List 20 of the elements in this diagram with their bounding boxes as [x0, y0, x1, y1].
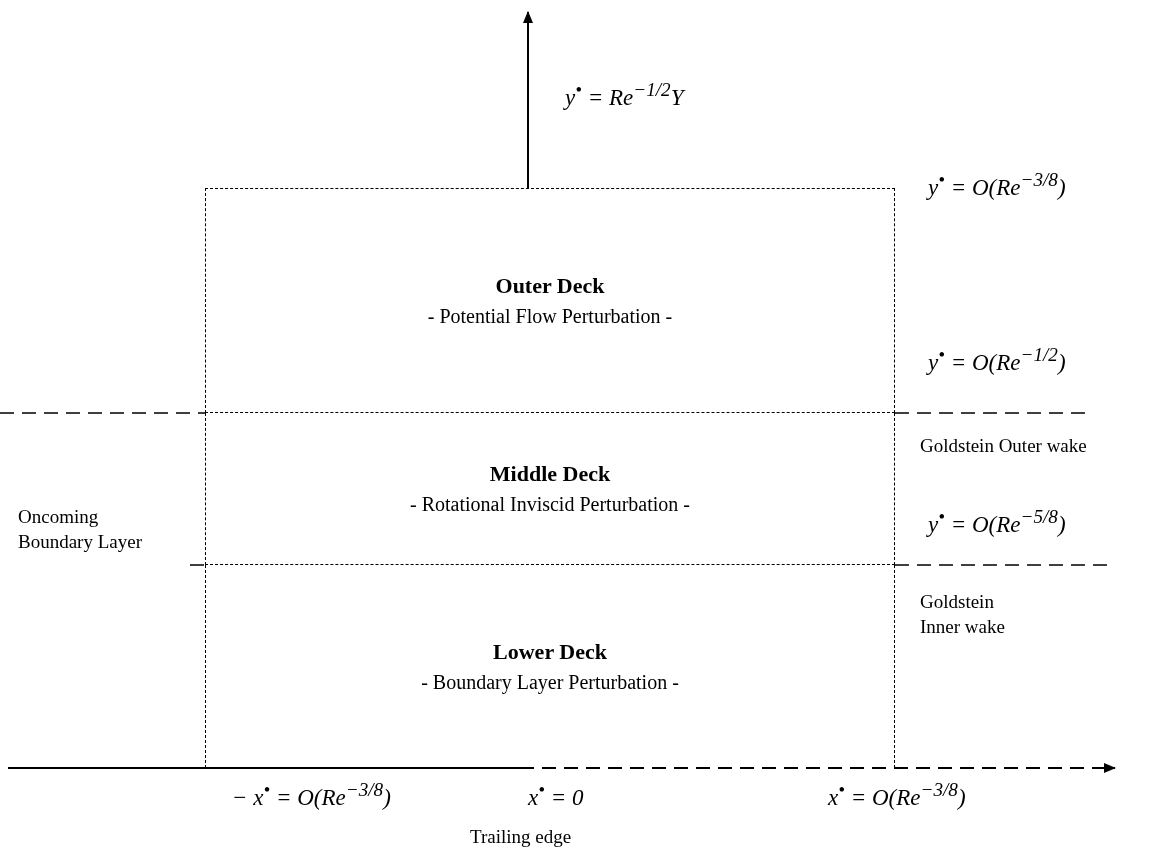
formula-label: y$^{•}$ = Re$^{−1/2}$Y — [565, 78, 684, 112]
deck-description: - Boundary Layer Perturbation - — [421, 671, 679, 694]
text-label: Goldstein Outer wake — [920, 434, 1088, 458]
formula-label: y$^{•}$ = O(Re$^{−5/8}$) — [928, 505, 1066, 539]
text-label: Goldstein Inner wake — [920, 590, 1006, 639]
deck-region — [205, 413, 895, 565]
deck-description: - Rotational Inviscid Perturbation - — [410, 493, 690, 516]
formula-label: y$^{•}$ = O(Re$^{−3/8}$) — [928, 168, 1066, 202]
deck-title: Outer Deck — [495, 273, 605, 299]
deck-title: Lower Deck — [493, 639, 607, 665]
formula-label: x$^{•}$ = 0 — [528, 778, 584, 812]
formula-label: x$^{•}$ = O(Re$^{−3/8}$) — [828, 778, 966, 812]
deck-region — [205, 188, 895, 413]
deck-description: - Potential Flow Perturbation - — [427, 305, 673, 328]
text-label: Oncoming Boundary Layer — [18, 505, 143, 554]
formula-label: − x$^{•}$ = O(Re$^{−3/8}$) — [232, 778, 391, 812]
formula-label: y$^{•}$ = O(Re$^{−1/2}$) — [928, 343, 1066, 377]
text-label: Trailing edge — [470, 825, 573, 849]
deck-title: Middle Deck — [489, 461, 611, 487]
deck-region — [205, 565, 895, 768]
